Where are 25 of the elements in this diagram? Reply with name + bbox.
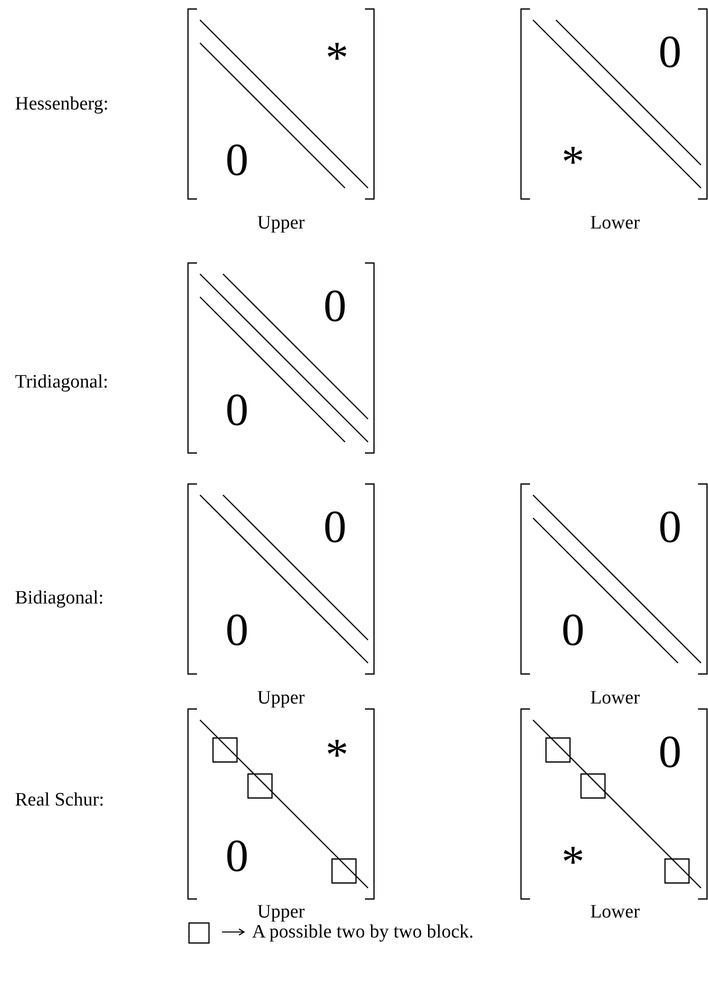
- matrix-entry: *: [326, 35, 348, 81]
- matrix-entry: *: [562, 839, 584, 885]
- matrix-caption: Upper: [257, 902, 305, 922]
- row-label: Tridiagonal:: [15, 372, 108, 392]
- matrix-entry: 0: [226, 607, 248, 653]
- matrix-entry: 0: [226, 387, 248, 433]
- matrix-entry: 0: [226, 833, 248, 879]
- matrix-entry: *: [562, 139, 584, 185]
- matrix-entry: 0: [658, 29, 682, 75]
- matrix-caption: Lower: [590, 688, 640, 708]
- matrix-entry: 0: [324, 283, 346, 329]
- matrix-caption: Lower: [590, 214, 640, 232]
- row-label: Bidiagonal:: [15, 588, 104, 608]
- matrix-entry: 0: [324, 504, 346, 550]
- row-label: Hessenberg:: [15, 94, 109, 114]
- matrix-entry: 0: [562, 607, 584, 653]
- row-label: Real Schur:: [15, 790, 104, 810]
- matrix-caption: Lower: [590, 902, 640, 922]
- matrix-entry: *: [326, 732, 348, 778]
- matrix-entry: 0: [658, 504, 682, 550]
- matrix-entry: 0: [658, 729, 682, 775]
- matrix-caption: Upper: [257, 688, 305, 708]
- matrix-entry: 0: [226, 137, 248, 183]
- legend-text: A possible two by two block.: [252, 922, 474, 942]
- matrix-caption: Upper: [257, 214, 305, 232]
